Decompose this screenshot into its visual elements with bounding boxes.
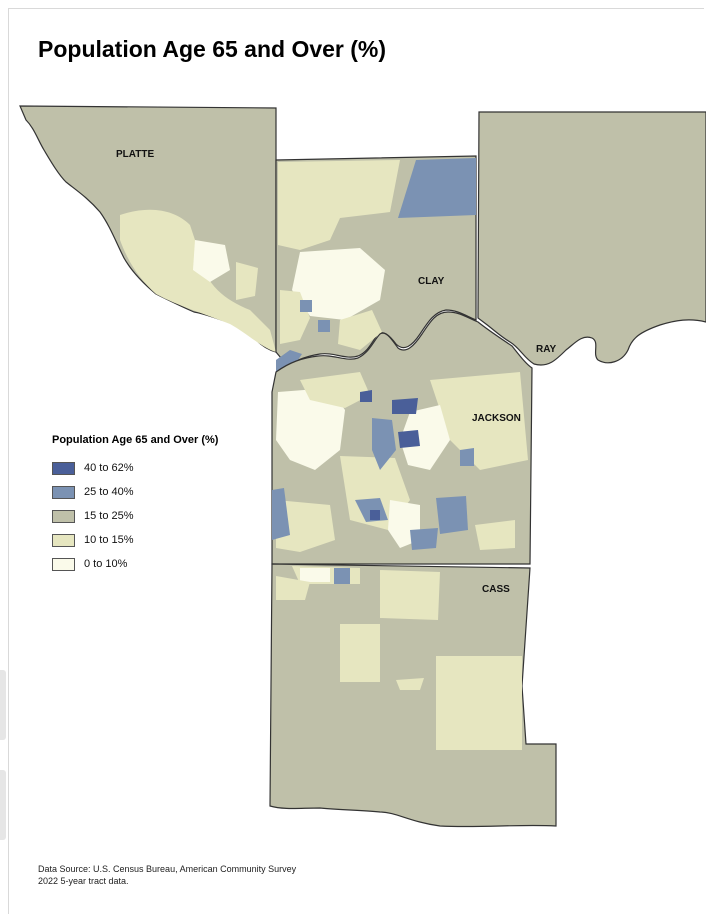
page-frame xyxy=(8,8,704,914)
legend-label: 25 to 40% xyxy=(84,486,134,498)
jackson-tract xyxy=(370,510,380,520)
legend-swatch xyxy=(52,485,75,499)
cass-tract xyxy=(276,576,310,600)
platte-tract xyxy=(120,209,276,352)
legend-item: 40 to 62% xyxy=(52,456,218,480)
platte-tract xyxy=(193,240,230,282)
map-title: Population Age 65 and Over (%) xyxy=(38,36,387,62)
legend-swatch xyxy=(52,461,75,475)
legend-label: 40 to 62% xyxy=(84,462,134,474)
jackson-tract xyxy=(410,528,438,550)
county-ray[interactable] xyxy=(477,111,706,366)
jackson-tract xyxy=(300,372,370,408)
legend-item: 25 to 40% xyxy=(52,480,218,504)
legend-item: 15 to 25% xyxy=(52,504,218,528)
clay-tract xyxy=(300,300,312,312)
jackson-tract xyxy=(430,372,528,470)
platte-tract xyxy=(236,262,258,300)
clay-tract xyxy=(292,248,385,320)
jackson-tract xyxy=(372,418,396,470)
jackson-tract xyxy=(276,500,335,552)
legend-swatch xyxy=(52,557,75,571)
edge-decoration xyxy=(0,670,6,740)
jackson-tract xyxy=(460,448,474,466)
legend: Population Age 65 and Over (%) 40 to 62%… xyxy=(52,434,218,576)
jackson-tract xyxy=(276,388,345,470)
source-line: Data Source: U.S. Census Bureau, America… xyxy=(38,864,297,874)
jackson-tract xyxy=(436,496,468,534)
county-label-platte: PLATTE xyxy=(116,149,154,160)
cass-tract xyxy=(340,624,380,682)
legend-title: Population Age 65 and Over (%) xyxy=(52,434,219,446)
source-line: 2022 5-year tract data. xyxy=(38,876,129,886)
jackson-tract xyxy=(475,520,515,550)
county-label-jackson: JACKSON xyxy=(472,413,521,424)
cass-tract xyxy=(380,570,440,620)
jackson-tract xyxy=(360,390,372,402)
cass-tract xyxy=(436,656,522,750)
county-label-ray: RAY xyxy=(536,344,557,355)
clay-tract xyxy=(278,160,400,250)
clay-tract xyxy=(398,158,476,218)
legend-swatch xyxy=(52,509,75,523)
legend-item: 0 to 10% xyxy=(52,552,218,576)
data-source-note: Data Source: U.S. Census Bureau, America… xyxy=(38,863,296,887)
legend-label: 0 to 10% xyxy=(84,558,128,570)
jackson-tract xyxy=(392,398,418,414)
legend-label: 10 to 15% xyxy=(84,534,134,546)
county-label-clay: CLAY xyxy=(418,276,445,287)
legend-swatch xyxy=(52,533,75,547)
legend-label: 15 to 25% xyxy=(84,510,134,522)
jackson-tract xyxy=(400,405,450,470)
clay-tract xyxy=(338,310,382,350)
edge-decoration xyxy=(0,770,6,840)
jackson-tract xyxy=(398,430,420,448)
jackson-tract xyxy=(272,488,290,540)
cass-tract xyxy=(396,678,424,690)
cass-tract xyxy=(300,568,330,582)
legend-item: 10 to 15% xyxy=(52,528,218,552)
clay-tract xyxy=(318,320,330,332)
county-label-cass: CASS xyxy=(482,584,510,595)
cass-tract xyxy=(334,568,350,584)
